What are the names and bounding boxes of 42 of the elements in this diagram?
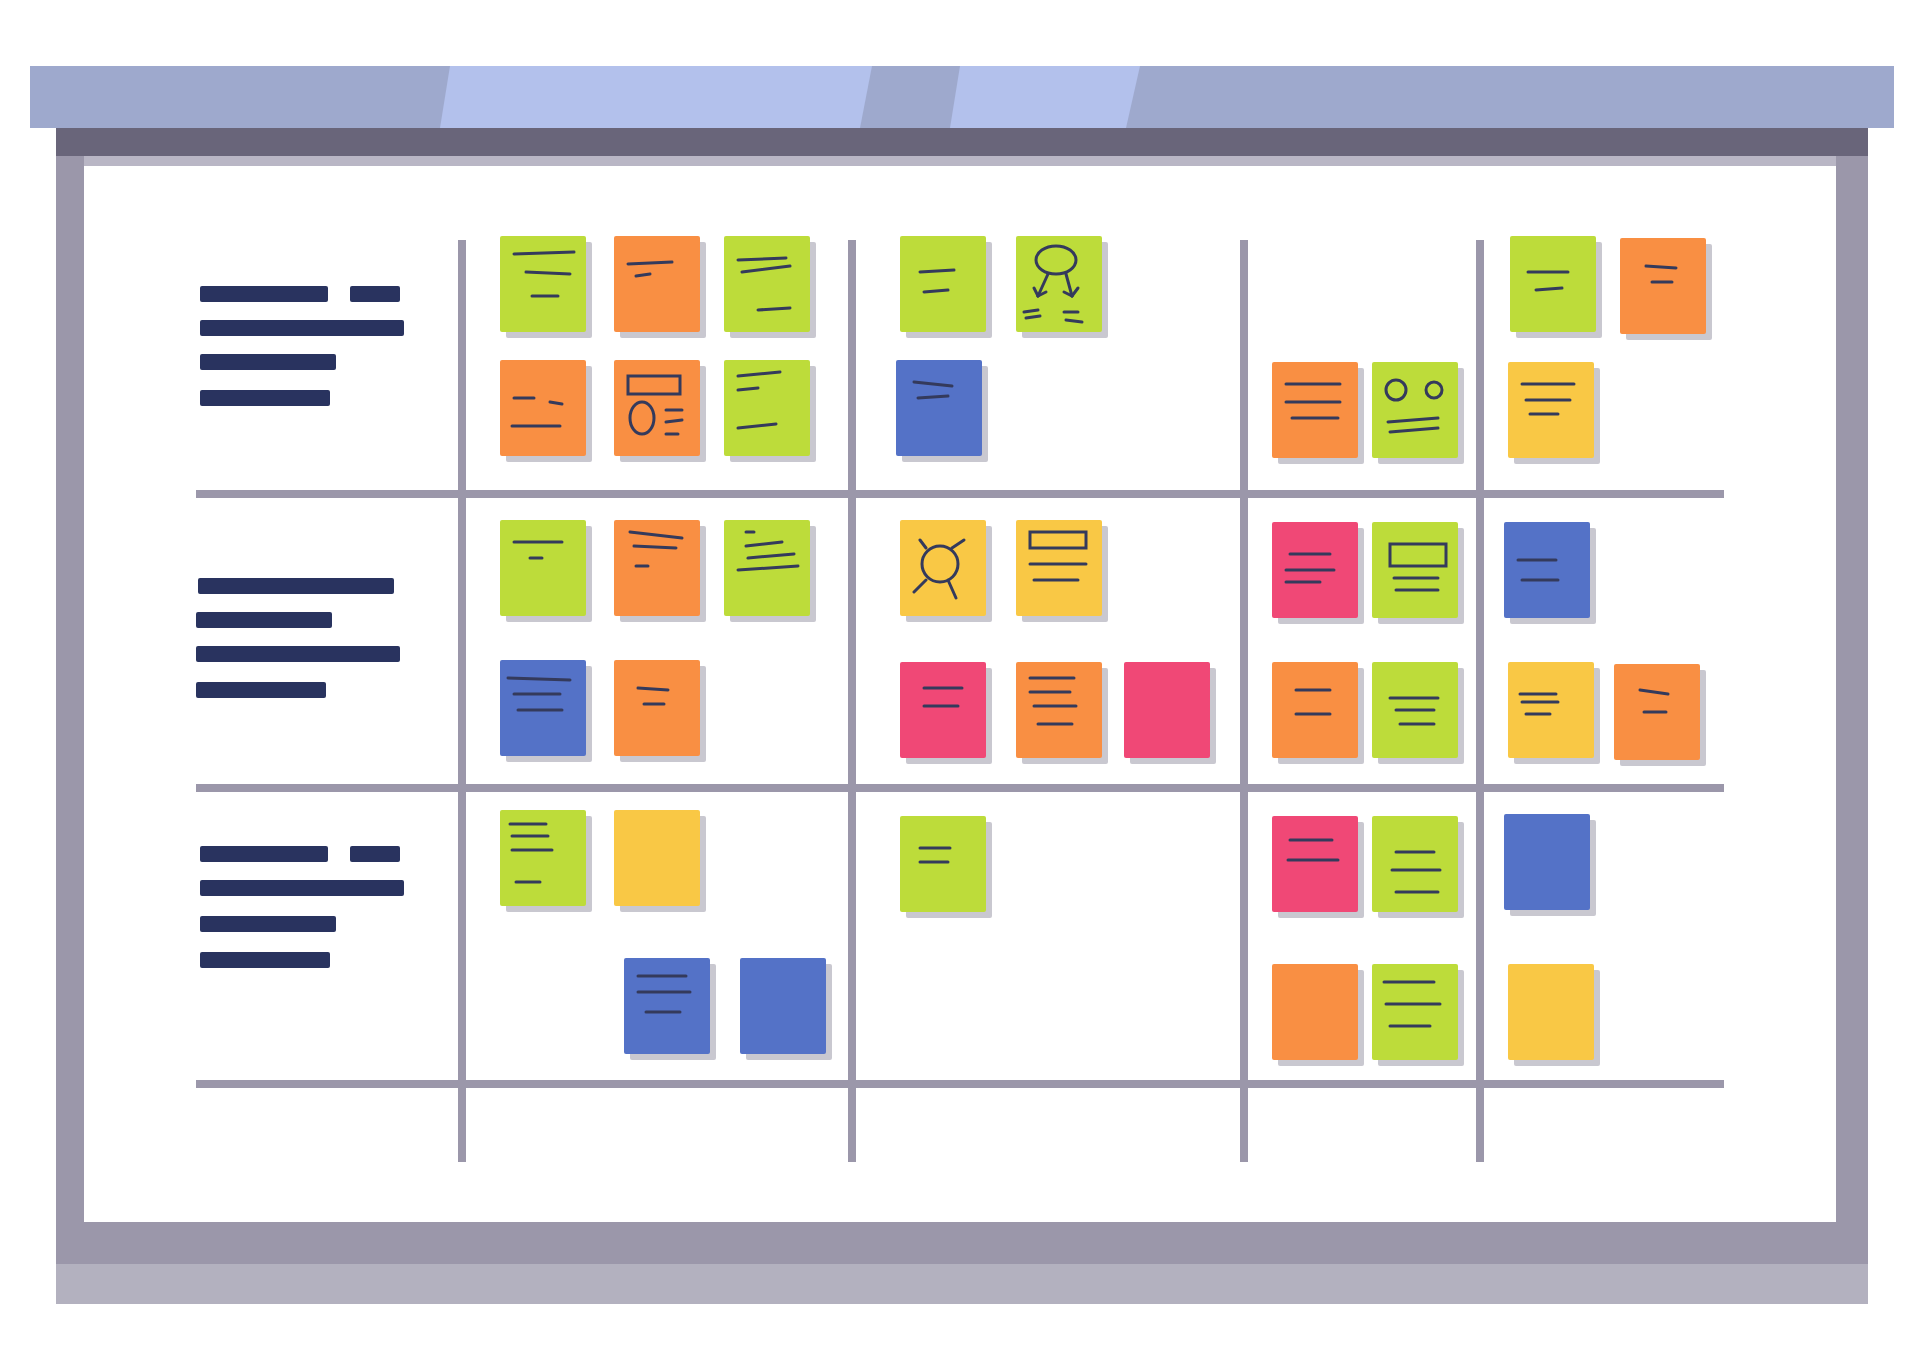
sticky-note — [896, 360, 982, 456]
sticky-note — [500, 360, 586, 456]
sticky-note — [900, 816, 986, 912]
sticky-note — [1372, 662, 1458, 758]
sticky-note — [1510, 236, 1596, 332]
sticky-note — [614, 660, 700, 756]
sticky-note — [724, 520, 810, 616]
sticky-note — [1620, 238, 1706, 334]
sticky-note — [614, 520, 700, 616]
sticky-note — [900, 662, 986, 758]
sticky-note — [1372, 816, 1458, 912]
sticky-note — [900, 236, 986, 332]
sticky-note — [1124, 662, 1210, 758]
sticky-note — [1372, 362, 1458, 458]
sticky-note — [500, 810, 586, 906]
sticky-note — [1016, 662, 1102, 758]
sticky-note — [740, 958, 826, 1054]
sticky-note — [1272, 522, 1358, 618]
sticky-note — [1372, 964, 1458, 1060]
sticky-note — [500, 520, 586, 616]
sticky-note — [500, 236, 586, 332]
sticky-note — [1508, 964, 1594, 1060]
sticky-note — [1272, 816, 1358, 912]
sticky-note — [1614, 664, 1700, 760]
sticky-note — [500, 660, 586, 756]
sticky-note — [1016, 520, 1102, 616]
sticky-note — [1508, 662, 1594, 758]
sticky-note — [1272, 964, 1358, 1060]
sticky-note — [614, 360, 700, 456]
sticky-note — [1272, 362, 1358, 458]
sticky-note — [1016, 236, 1102, 332]
sticky-note — [1504, 522, 1590, 618]
sticky-note — [614, 236, 700, 332]
sticky-note — [624, 958, 710, 1054]
sticky-note — [724, 360, 810, 456]
sticky-note — [1504, 814, 1590, 910]
sticky-note — [614, 810, 700, 906]
sticky-note — [900, 520, 986, 616]
sticky-note — [1272, 662, 1358, 758]
sticky-note — [1508, 362, 1594, 458]
sticky-note — [1372, 522, 1458, 618]
sticky-note — [724, 236, 810, 332]
